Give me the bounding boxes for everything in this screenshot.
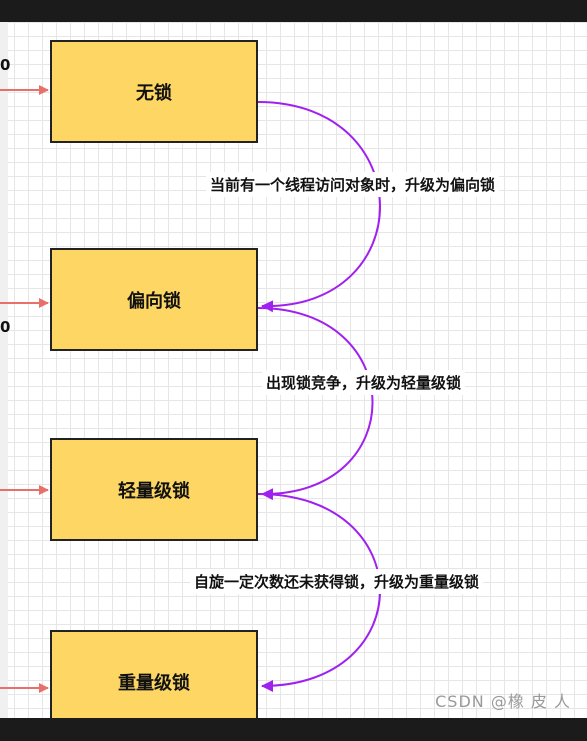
transition-label-to-heavyweight: 自旋一定次数还未获得锁，升级为重量级锁 bbox=[190, 569, 484, 594]
state-lightweight-lock: 轻量级锁 bbox=[50, 438, 258, 541]
left-edge-number-2: 0 bbox=[0, 318, 11, 336]
transition-curve-to-biased bbox=[257, 101, 381, 313]
state-label: 重量级锁 bbox=[118, 672, 190, 694]
transition-curve-to-lightweight bbox=[257, 307, 374, 501]
state-biased-lock: 偏向锁 bbox=[50, 248, 258, 351]
state-heavyweight-lock: 重量级锁 bbox=[50, 630, 258, 718]
state-label: 轻量级锁 bbox=[118, 480, 190, 502]
transition-label-to-lightweight: 出现锁竞争，升级为轻量级锁 bbox=[262, 370, 466, 395]
state-label: 偏向锁 bbox=[127, 290, 181, 312]
left-edge-number-1: 0 bbox=[0, 56, 11, 74]
transition-label-to-biased: 当前有一个线程访问对象时，升级为偏向锁 bbox=[206, 172, 500, 197]
diagram-canvas: 0 0 无锁 偏向锁 轻量级锁 重量级锁 当前有一个线程访问对象时，升级为偏向锁… bbox=[0, 22, 587, 718]
state-label: 无锁 bbox=[136, 82, 172, 104]
state-no-lock: 无锁 bbox=[50, 40, 258, 143]
left-edge-strip bbox=[0, 22, 8, 718]
watermark: CSDN @橡 皮 人 bbox=[435, 692, 571, 711]
